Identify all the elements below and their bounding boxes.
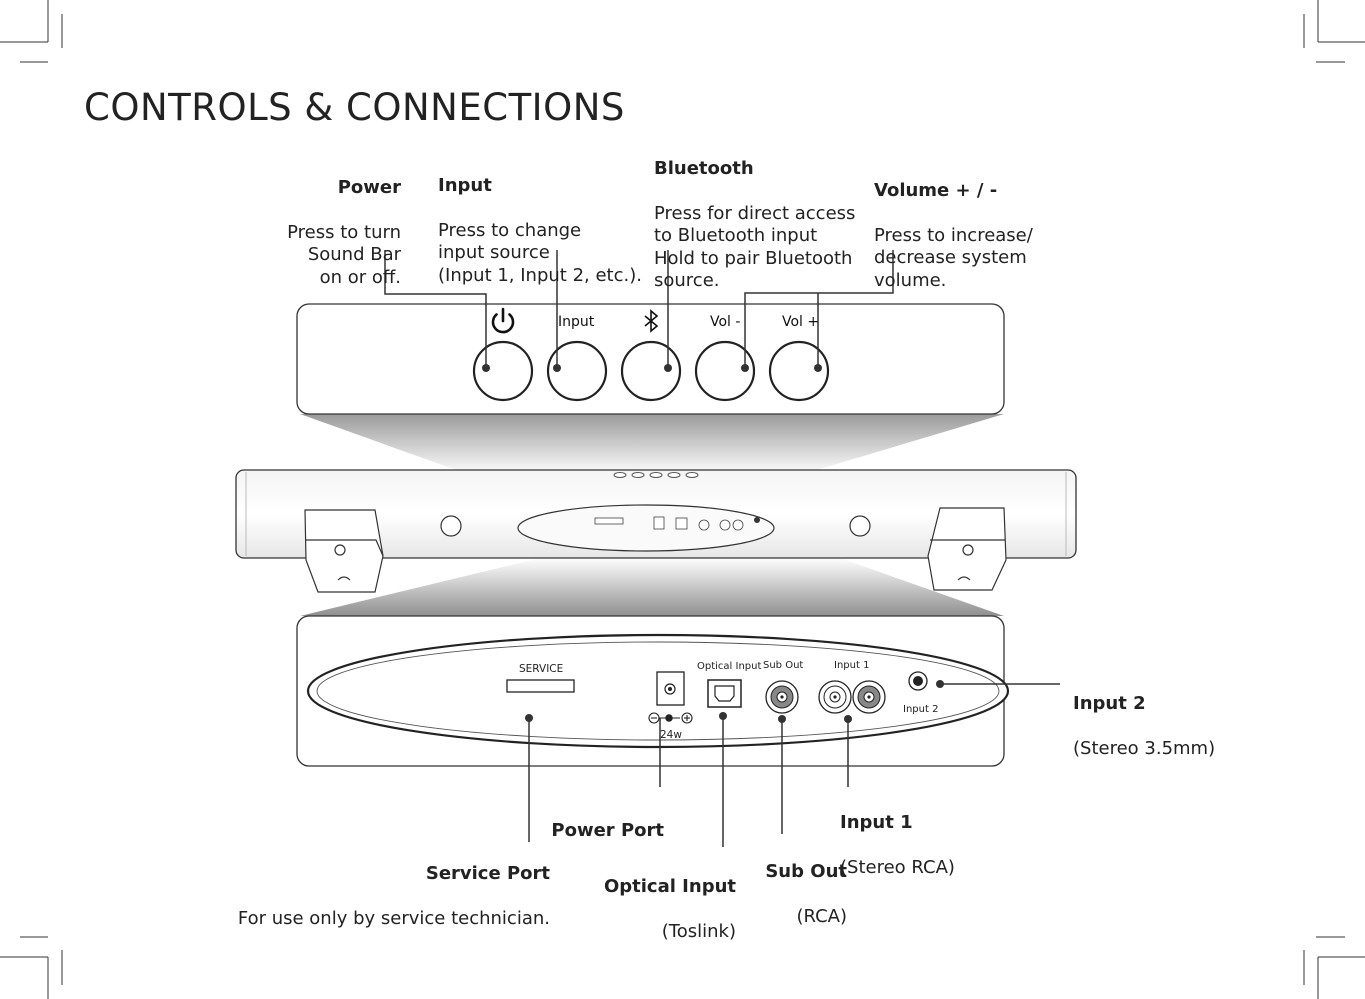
top-leader-lines xyxy=(384,250,894,368)
soundbar-body xyxy=(235,469,1077,559)
bottom-leader-lines xyxy=(528,683,1060,847)
rear-recess-inner xyxy=(316,641,1000,741)
power-port-callout-heading: Power Port xyxy=(551,819,664,841)
power-port-callout: Power Port xyxy=(551,797,664,865)
sub-out-port[interactable] xyxy=(765,680,799,714)
input2-label: Input 2 xyxy=(903,704,938,715)
top-leader-dots xyxy=(482,364,822,372)
service-port-callout: Service Port For use only by service tec… xyxy=(238,840,550,953)
input-button-label: Input xyxy=(558,314,595,330)
optical-input-port[interactable] xyxy=(707,679,742,708)
power-callout-heading: Power xyxy=(337,176,401,198)
input2-callout-text: (Stereo 3.5mm) xyxy=(1073,737,1216,759)
bottom-leader-dots xyxy=(525,680,944,723)
vol-minus-label: Vol - xyxy=(710,314,740,330)
right-mounting-bracket xyxy=(927,507,1007,591)
bluetooth-icon xyxy=(644,309,659,333)
input-callout-text: Press to change input source (Input 1, I… xyxy=(438,219,642,286)
bottom-projection-beam xyxy=(300,558,1004,616)
power-callout: Power Press to turn Sound Bar on or off. xyxy=(287,154,401,312)
sub-out-callout-text: (RCA) xyxy=(796,905,847,927)
sub-out-callout-heading: Sub Out xyxy=(765,860,847,882)
vol-plus-button[interactable] xyxy=(768,340,830,402)
power-icon xyxy=(491,307,515,334)
polarity-icon xyxy=(648,712,693,724)
input1-label: Input 1 xyxy=(834,660,869,671)
bluetooth-callout-heading: Bluetooth xyxy=(654,157,754,179)
bluetooth-callout-text: Press for direct access to Bluetooth inp… xyxy=(654,202,856,292)
left-mounting-bracket xyxy=(304,509,384,593)
volume-callout: Volume + / - Press to increase/ decrease… xyxy=(874,157,1033,315)
input2-callout: Input 2 (Stereo 3.5mm) xyxy=(1073,670,1215,783)
vol-plus-label: Vol + xyxy=(782,314,819,330)
input-callout: Input Press to change input source (Inpu… xyxy=(438,152,642,310)
optical-input-callout-heading: Optical Input xyxy=(603,875,736,897)
service-port-callout-text: For use only by service technician. xyxy=(237,907,550,929)
input1-callout: Input 1 (Stereo RCA) xyxy=(840,789,955,902)
input1-callout-heading: Input 1 xyxy=(840,811,913,833)
service-port-label: SERVICE xyxy=(519,663,563,675)
sub-out-label: Sub Out xyxy=(763,660,803,671)
input-callout-heading: Input xyxy=(438,174,492,196)
bluetooth-callout: Bluetooth Press for direct access to Blu… xyxy=(654,135,855,315)
optical-input-callout: Optical Input (Toslink) xyxy=(604,853,736,966)
service-port-callout-heading: Service Port xyxy=(425,862,550,884)
input1-left-port[interactable] xyxy=(818,680,852,714)
power-callout-text: Press to turn Sound Bar on or off. xyxy=(287,221,401,288)
power-button[interactable] xyxy=(472,340,534,402)
input1-callout-text: (Stereo RCA) xyxy=(840,856,955,878)
sub-out-callout: Sub Out (RCA) xyxy=(765,838,847,951)
wattage-label: 24w xyxy=(660,729,682,741)
volume-callout-text: Press to increase/ decrease system volum… xyxy=(874,224,1033,291)
input2-callout-heading: Input 2 xyxy=(1073,692,1146,714)
power-port[interactable] xyxy=(656,671,685,706)
input1-right-port[interactable] xyxy=(852,680,886,714)
bluetooth-button[interactable] xyxy=(620,340,682,402)
vol-minus-button[interactable] xyxy=(694,340,756,402)
page-title: CONTROLS & CONNECTIONS xyxy=(84,86,625,129)
optical-input-callout-text: (Toslink) xyxy=(661,920,736,942)
volume-callout-heading: Volume + / - xyxy=(874,179,998,201)
service-port[interactable] xyxy=(506,679,575,693)
top-projection-beam xyxy=(300,414,1004,475)
input2-port[interactable] xyxy=(908,671,928,691)
input-button[interactable] xyxy=(546,340,608,402)
optical-input-label: Optical Input xyxy=(697,661,761,672)
